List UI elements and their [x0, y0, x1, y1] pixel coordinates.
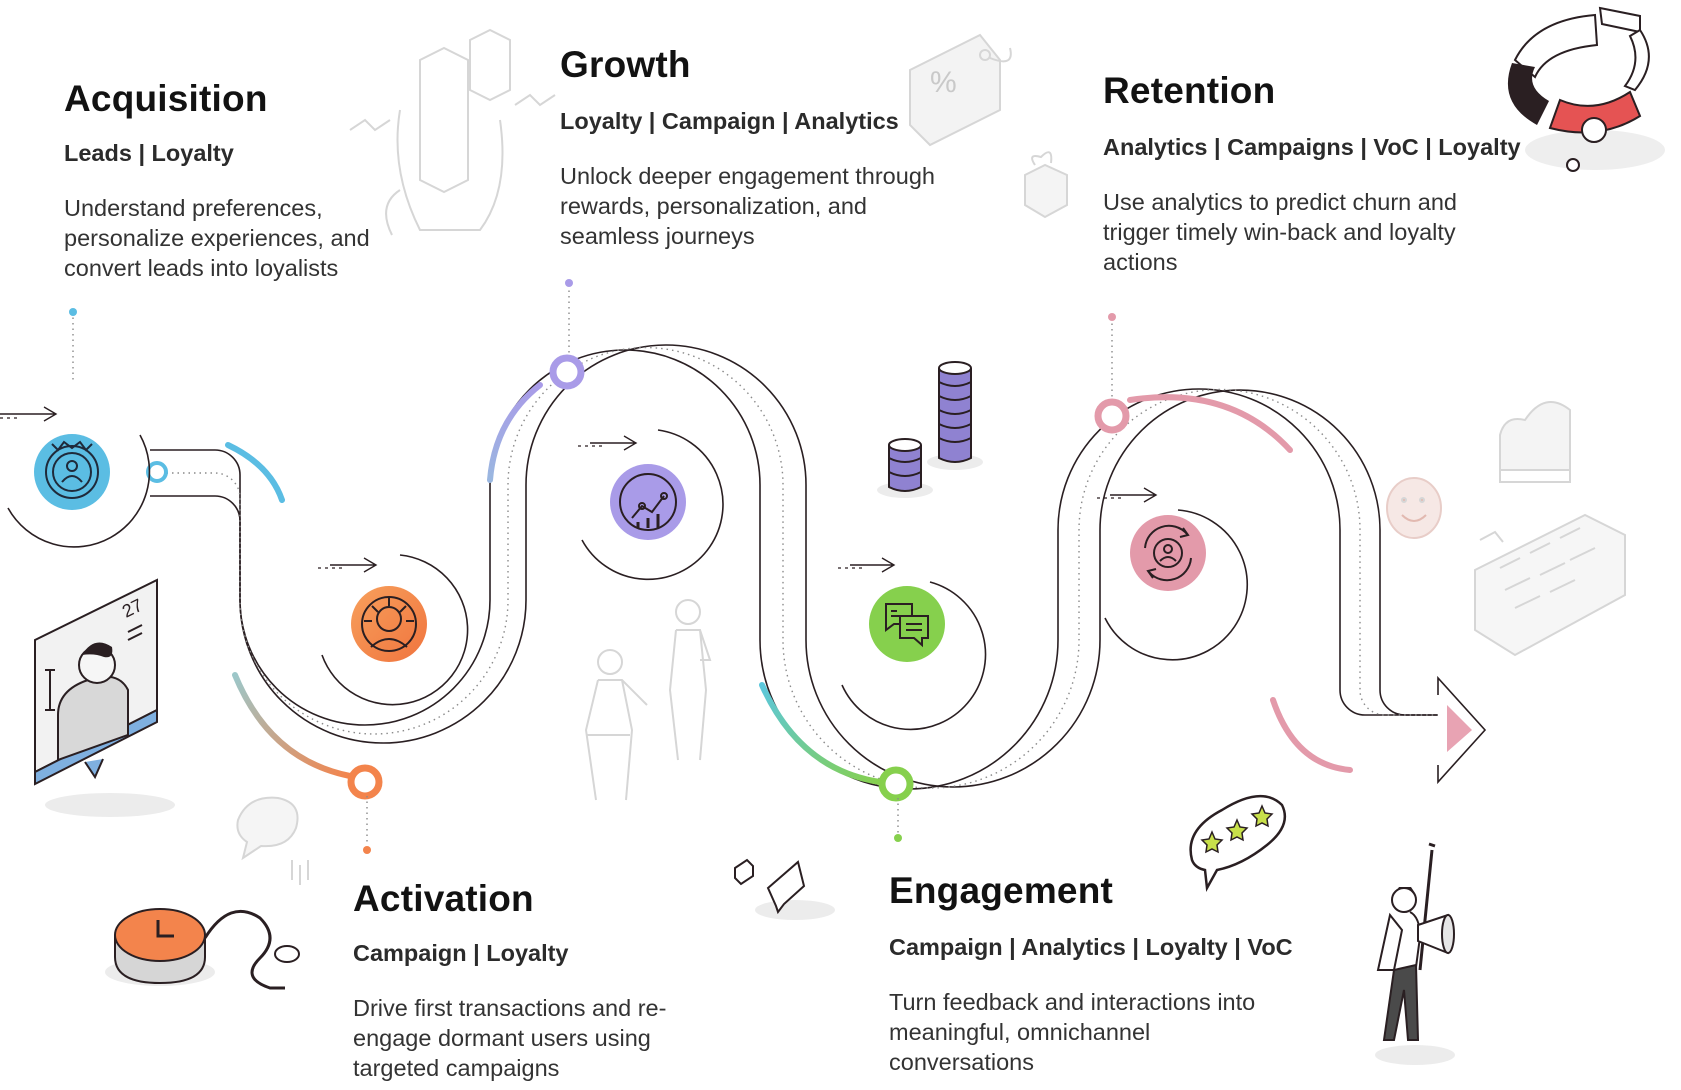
- stage-tags: Loyalty | Campaign | Analytics: [560, 108, 899, 134]
- refresh-user-icon: [1130, 515, 1206, 591]
- connectors: [72, 285, 1113, 845]
- speech-bubble-illustration-icon: [236, 796, 309, 885]
- engagement-node: [878, 766, 914, 802]
- gift-illustration-icon: [1024, 151, 1068, 219]
- megaphone-person-illustration-icon: [1375, 842, 1455, 1065]
- stage-retention: Retention Analytics | Campaigns | VoC | …: [1103, 70, 1573, 277]
- engagement-accent-arc: [759, 682, 883, 785]
- stage-description: Use analytics to predict churn and trigg…: [1103, 189, 1457, 275]
- background-illustrations: %: [236, 28, 1626, 885]
- stage-tags: Analytics | Campaigns | VoC | Loyalty: [1103, 134, 1521, 160]
- retention-icon-group: [1097, 487, 1249, 661]
- growth-icon-group: [578, 429, 724, 581]
- gauge-dial-illustration-icon: [1507, 6, 1665, 172]
- path-outer-line: [150, 344, 1438, 788]
- journey-path: [150, 344, 1487, 790]
- acquisition-node: [146, 461, 168, 483]
- hand-growth-illustration-icon: [349, 28, 556, 236]
- stage-growth: Growth Loyalty | Campaign | Analytics Un…: [560, 44, 950, 251]
- price-tag-illustration-icon: %: [909, 33, 1012, 147]
- stage-description: Unlock deeper engagement through rewards…: [560, 163, 935, 249]
- activation-arrows-user-icon: [351, 586, 427, 662]
- smiley-token-illustration-icon: [1386, 477, 1442, 539]
- stage-tags: Campaign | Loyalty: [353, 940, 569, 966]
- stage-description: Turn feedback and interactions into mean…: [889, 989, 1256, 1075]
- retention-accent-arc-top: [1127, 394, 1293, 453]
- chat-bubbles-icon: [869, 586, 945, 662]
- stage-tags: Campaign | Analytics | Loyalty | VoC: [889, 934, 1293, 960]
- stage-description: Drive first transactions and re-engage d…: [353, 995, 667, 1081]
- activation-node: [347, 764, 383, 800]
- stage-nodes: [146, 354, 1130, 802]
- stage-activation: Activation Campaign | Loyalty Drive firs…: [353, 878, 733, 1083]
- svg-text:%: %: [930, 66, 957, 99]
- video-call-monitor-illustration-icon: 27: [34, 578, 175, 817]
- people-talking-illustration-icon: [584, 599, 712, 801]
- stage-tags: Leads | Loyalty: [64, 140, 234, 166]
- path-arrow-fill: [1447, 705, 1472, 752]
- coin-stacks-illustration-icon: [877, 361, 983, 498]
- stage-title: Acquisition: [64, 78, 268, 119]
- stage-title: Growth: [560, 44, 691, 85]
- timer-device-illustration-icon: [105, 908, 300, 990]
- stage-accent-arcs: [225, 382, 1353, 785]
- growth-accent-arc: [487, 382, 543, 483]
- stage-title: Activation: [353, 878, 534, 919]
- path-inner-line: [150, 349, 1438, 790]
- activation-accent-arc: [232, 672, 353, 779]
- target-user-icon: [34, 434, 110, 510]
- star-rating-bubble-illustration-icon: [1189, 794, 1287, 893]
- growth-chart-icon: [610, 464, 686, 540]
- connector-dots: [69, 279, 1116, 854]
- stage-acquisition: Acquisition Leads | Loyalty Understand p…: [64, 78, 424, 283]
- heart-box-illustration-icon: [1499, 401, 1571, 483]
- acquisition-accent-arc: [225, 442, 285, 503]
- retention-node: [1094, 398, 1130, 434]
- growth-node: [549, 354, 585, 390]
- activation-icon-group: [318, 554, 469, 706]
- stage-title: Engagement: [889, 870, 1114, 911]
- retention-accent-arc-bottom: [1270, 697, 1353, 773]
- checklist-board-illustration-icon: [1474, 513, 1626, 657]
- acquisition-icon-group: [0, 406, 151, 548]
- stage-description: Understand preferences, personalize expe…: [64, 195, 370, 281]
- chat-message-illustration-icon: [734, 858, 835, 920]
- stage-engagement: Engagement Campaign | Analytics | Loyalt…: [889, 870, 1329, 1077]
- engagement-icon-group: [838, 557, 987, 731]
- stage-title: Retention: [1103, 70, 1276, 111]
